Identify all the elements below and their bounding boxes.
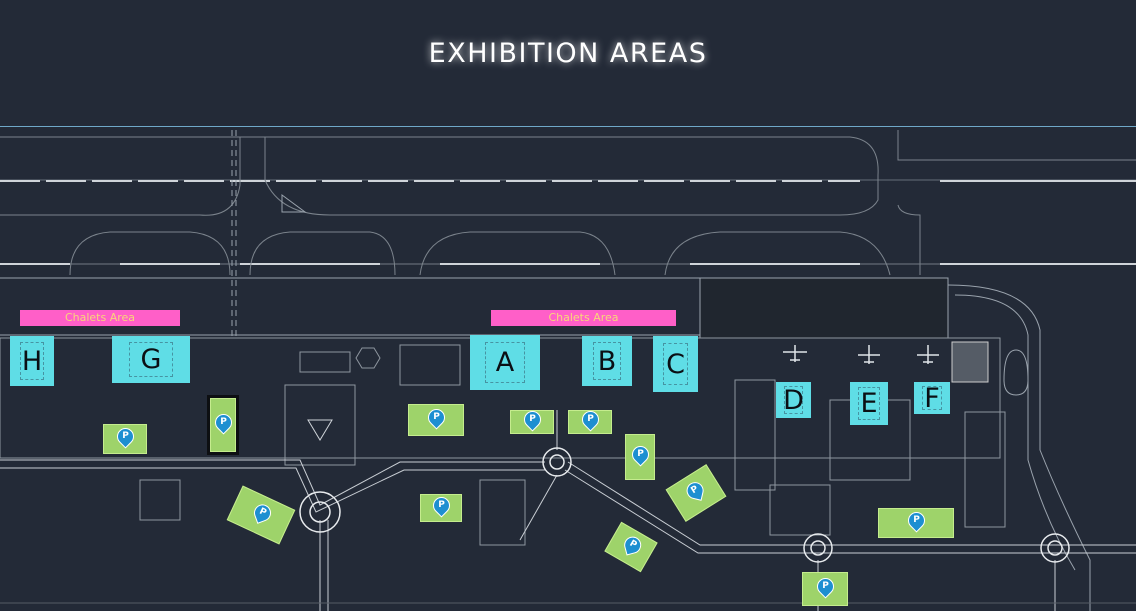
parking-pin-icon: P [628,442,653,467]
parking-pin-icon: P [578,407,603,432]
parking-pin-icon: P [520,407,545,432]
divider [0,126,1136,127]
parking-pin-icon: P [251,502,274,524]
parking-pin-icon: P [113,424,138,449]
parking-area[interactable]: P [625,434,655,480]
parking-area[interactable]: P [103,424,147,454]
parking-area[interactable]: P [408,404,464,436]
exhibition-zone-f[interactable]: F [914,382,950,414]
exhibition-zone-h[interactable]: H [10,336,54,386]
exhibition-zone-g[interactable]: G [112,336,190,383]
exhibition-zone-a[interactable]: A [470,335,540,390]
parking-area[interactable]: P [207,395,239,455]
parking-pin-icon: P [684,480,706,501]
parking-pin-icon: P [813,574,838,599]
parking-area[interactable]: P [420,493,462,522]
parking-pin-icon: P [904,508,929,533]
page-title: EXHIBITION AREAS [428,38,708,69]
chalets-area-label: Chalets Area [491,310,676,326]
exhibition-zone-c[interactable]: C [653,336,698,392]
exhibition-zone-d[interactable]: D [776,382,811,418]
parking-pin-icon: P [429,493,454,518]
parking-pin-icon: P [622,534,644,556]
parking-pin-icon: P [211,410,236,435]
parking-area[interactable]: P [802,572,848,606]
parking-area[interactable]: P [510,407,554,434]
chalets-area-label: Chalets Area [20,310,180,326]
parking-area[interactable]: P [878,508,954,538]
parking-pin-icon: P [424,405,449,430]
exhibition-zone-e[interactable]: E [850,382,888,425]
parking-area[interactable]: P [568,407,612,434]
exhibition-zone-b[interactable]: B [582,336,632,386]
